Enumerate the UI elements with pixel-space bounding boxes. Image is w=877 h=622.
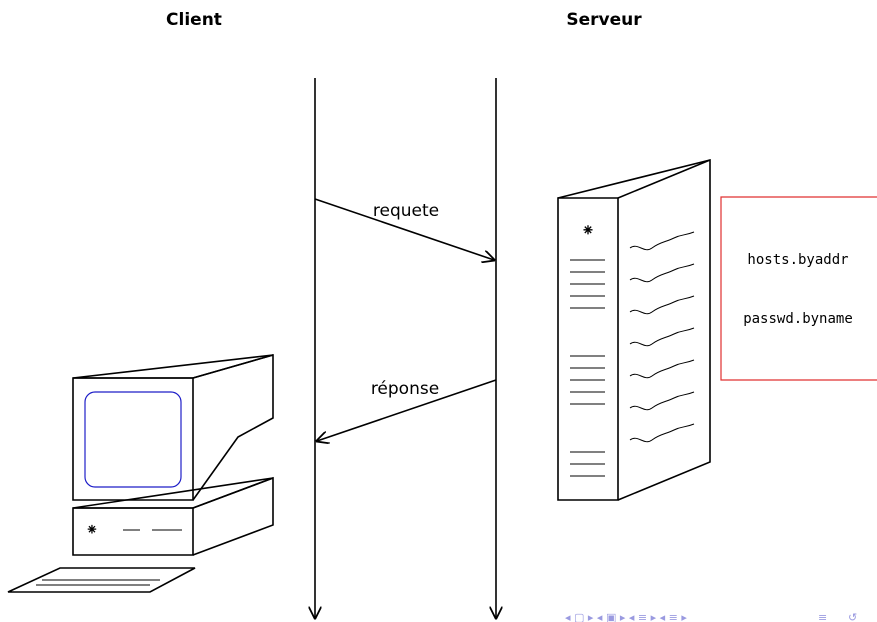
response-arrow: [317, 379, 497, 441]
request-arrow: [314, 198, 494, 260]
svg-text:◂ ▢ ▸ ◂ ▣ ▸ ◂ ≡ ▸ ◂ ≡ ▸: ◂ ▢ ▸ ◂ ▣ ▸ ◂ ≡ ▸ ◂ ≡ ▸: [565, 611, 687, 622]
asterisk-icon: ⁕: [581, 221, 595, 241]
client-header: Client: [166, 10, 222, 30]
file-hosts-byaddr: hosts.byaddr: [747, 252, 848, 268]
beamer-navigation-icons[interactable]: ◂ ▢ ▸ ◂ ▣ ▸ ◂ ≡ ▸ ◂ ≡ ▸ ≡ ↺: [565, 611, 857, 622]
monitor-screen: [84, 391, 182, 488]
file-passwd-byname: passwd.byname: [743, 311, 853, 327]
asterisk-icon: ⁕: [85, 520, 98, 539]
svg-text:≡: ≡: [818, 611, 827, 622]
request-label: requete: [373, 201, 439, 221]
svg-text:↺: ↺: [848, 611, 857, 622]
server-files-box: [720, 196, 877, 381]
server-header: Serveur: [566, 10, 642, 30]
computer-icon: ⁕: [7, 353, 274, 593]
response-label: réponse: [371, 379, 439, 399]
server-tower-icon: ⁕: [557, 158, 711, 501]
